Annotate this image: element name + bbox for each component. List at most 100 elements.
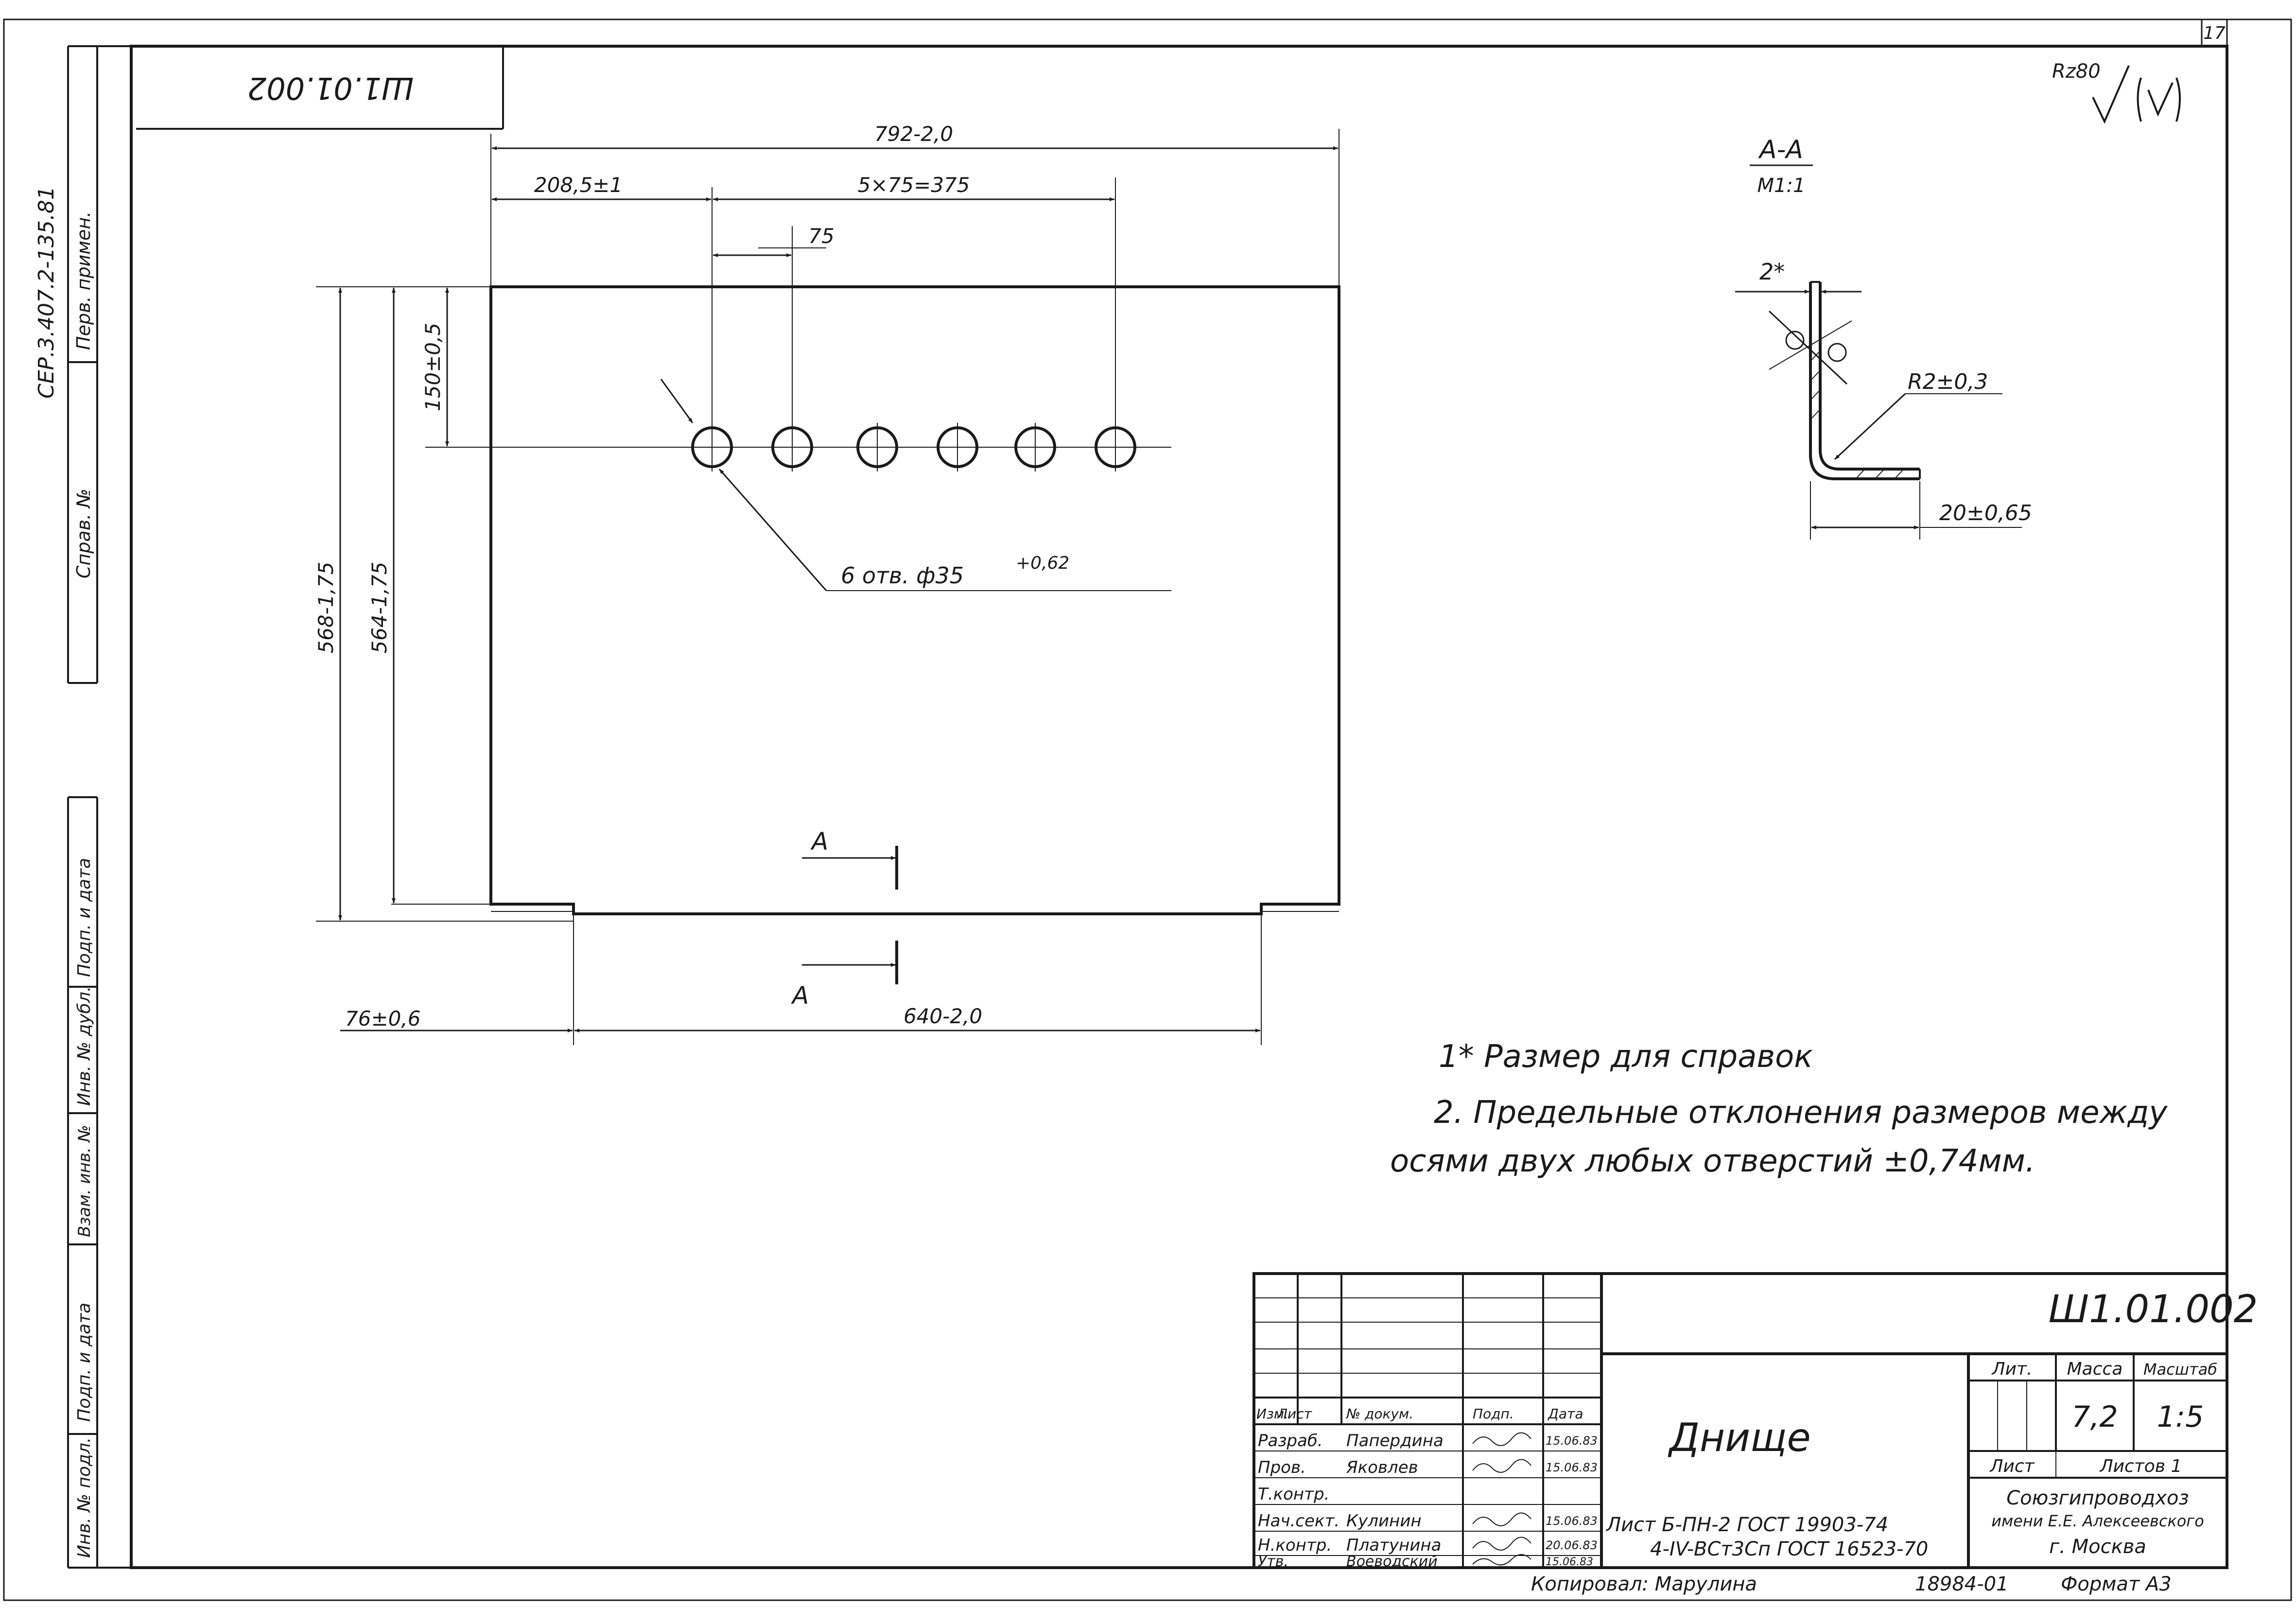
tb-date: 20.06.83: [1546, 1538, 1598, 1552]
tb-role: Нач.сект.: [1258, 1511, 1339, 1531]
tb-role: Н.контр.: [1258, 1536, 1332, 1555]
tb-org-2: имени Е.Е. Алексеевского: [1991, 1512, 2204, 1530]
top-stamp-code: Ш1.01.002: [247, 70, 414, 106]
top-stamp: Ш1.01.002: [136, 46, 504, 130]
margin-inv-dupl: Инв. № дубл.: [74, 986, 94, 1106]
signature-icon: [1472, 1554, 1531, 1566]
hole: [1014, 423, 1056, 472]
dim-bottom-offset-label: 76±0,6: [345, 1007, 420, 1031]
tb-sheets-label: Листов 1: [2099, 1456, 2182, 1476]
margin-first-use: Перв. примен.: [73, 211, 94, 350]
dim-pitch: 75: [713, 224, 835, 257]
note-3: осями двух любых отверстий ±0,74мм.: [1390, 1143, 2035, 1179]
title-block: Изм. Лист № докум. Подп. Дата Разраб. Па…: [1252, 1272, 2258, 1570]
footer-format: Формат А3: [2061, 1573, 2172, 1595]
hole: [691, 423, 733, 472]
dim-bottom-width-label: 640-2,0: [904, 1004, 982, 1028]
table-row: Т.контр.: [1258, 1485, 1329, 1504]
note-1: 1* Размер для справок: [1439, 1039, 1813, 1075]
tb-col-izm: Изм.: [1256, 1406, 1288, 1422]
tb-name: Кулинин: [1346, 1511, 1422, 1531]
dim-pitch-label: 75: [808, 224, 834, 248]
tb-role: Т.контр.: [1258, 1485, 1329, 1504]
section-title: А-А: [1758, 135, 1803, 164]
tb-date: 15.06.83: [1546, 1434, 1598, 1448]
signature-icon: [1472, 1512, 1531, 1526]
dim-pitch-total-label: 5×75=375: [858, 173, 970, 197]
section-marker-bottom: А: [791, 981, 809, 1010]
tb-role: Разраб.: [1258, 1431, 1323, 1451]
section-view: А-А М1:1 2* R2±0,3 20±0,65: [1735, 135, 2032, 540]
dim-overall-width-label: 792-2,0: [874, 122, 953, 146]
roughness-label: Rz80: [2052, 60, 2101, 83]
section-flange: 20±0,65: [1939, 501, 2032, 525]
hole: [937, 423, 978, 472]
signature-icon: [1472, 1459, 1531, 1473]
footer: Копировал: Марулина 18984-01 Формат А3: [1531, 1573, 2172, 1595]
dim-left-offset: 208,5±1: [492, 173, 711, 201]
notes: 1* Размер для справок 2. Предельные откл…: [1390, 1039, 2168, 1179]
tb-scale-header: Масштаб: [2143, 1360, 2217, 1379]
tb-material-1: Лист Б-ПН-2 ГОСТ 19903-74: [1605, 1514, 1888, 1536]
footer-archive: 18984-01: [1915, 1573, 2009, 1595]
roughness-symbol: Rz80: [2052, 60, 2181, 124]
tb-col-date: Дата: [1547, 1406, 1583, 1422]
section-thickness: 2*: [1759, 259, 1785, 285]
table-row: Пров. Яковлев 15.06.83: [1258, 1458, 1598, 1477]
table-row: Н.контр. Платунина 20.06.83: [1258, 1536, 1598, 1555]
tb-doc-code: Ш1.01.002: [2049, 1288, 2258, 1331]
dim-holes-callout: 6 отв. ф35 +0,62: [660, 379, 1171, 591]
dim-holes-tol-label: +0,62: [1016, 553, 1069, 573]
sheet-number: 17: [2203, 23, 2226, 43]
margin-ref-no: Справ. №: [73, 489, 94, 578]
tb-role: Пров.: [1258, 1458, 1306, 1477]
tb-name: Папердина: [1346, 1431, 1444, 1451]
dim-hole-offset-label: 150±0,5: [421, 323, 445, 411]
tb-name: Яковлев: [1346, 1458, 1418, 1477]
tb-name: Платунина: [1346, 1536, 1441, 1555]
tb-sheet-label: Лист: [1989, 1456, 2035, 1476]
tb-col-list: Лист: [1277, 1406, 1312, 1422]
tb-title: Днище: [1668, 1415, 1810, 1460]
tb-date: 15.06.83: [1546, 1556, 1593, 1568]
dim-bottom-width: 640-2,0: [574, 1004, 1260, 1032]
tb-date: 15.06.83: [1546, 1514, 1598, 1528]
section-cut-marker: А А: [791, 827, 898, 1010]
section-marker-top: А: [810, 827, 828, 856]
margin-replace-inv: Взам. инв. №: [75, 1125, 94, 1237]
hole: [856, 423, 898, 472]
margin-sign-date-2: Подп. и дата: [74, 1303, 94, 1422]
drawing-frame: 17: [3, 18, 2292, 1601]
signature-icon: [1472, 1537, 1531, 1551]
dim-left-offset-label: 208,5±1: [534, 173, 623, 197]
tb-org-3: г. Москва: [2049, 1536, 2146, 1558]
table-row: Разраб. Папердина 15.06.83: [1258, 1431, 1598, 1451]
tb-org-1: Союзгипроводхоз: [2006, 1487, 2189, 1509]
dim-pitch-total: 5×75=375: [713, 173, 1114, 201]
tb-mass-header: Масса: [2067, 1359, 2123, 1379]
tb-col-sign: Подп.: [1473, 1406, 1514, 1422]
dim-height-outer-label: 568-1,75: [314, 562, 338, 654]
note-2: 2. Предельные отклонения размеров между: [1434, 1095, 2168, 1131]
series-code: СЕР.3.407.2-135.81: [34, 186, 59, 399]
dim-bottom-offset: 76±0,6: [340, 1007, 573, 1032]
holes: [691, 423, 1136, 472]
tb-material-2: 4-IV-ВСт3Сп ГОСТ 16523-70: [1650, 1538, 1928, 1560]
tb-name: Воеводский: [1346, 1553, 1438, 1570]
part-outline: [489, 285, 1340, 915]
footer-copied: Копировал: Марулина: [1531, 1573, 1757, 1595]
hole: [771, 423, 813, 472]
section-radius: R2±0,3: [1908, 369, 1988, 394]
margin-inv-orig: Инв. № подл.: [74, 1437, 94, 1558]
table-row: Нач.сект. Кулинин 15.06.83: [1258, 1511, 1598, 1531]
tb-mass: 7,2: [2071, 1400, 2118, 1434]
dim-hole-offset: 150±0,5: [421, 288, 449, 446]
dim-overall-width: 792-2,0: [492, 122, 1338, 150]
tb-lit-header: Лит.: [1991, 1359, 2033, 1379]
signature-icon: [1472, 1432, 1531, 1446]
tb-date: 15.06.83: [1546, 1461, 1598, 1474]
tb-col-doc: № докум.: [1345, 1406, 1413, 1422]
extension-lines: [316, 129, 1339, 1045]
tb-role: Утв.: [1258, 1553, 1288, 1570]
